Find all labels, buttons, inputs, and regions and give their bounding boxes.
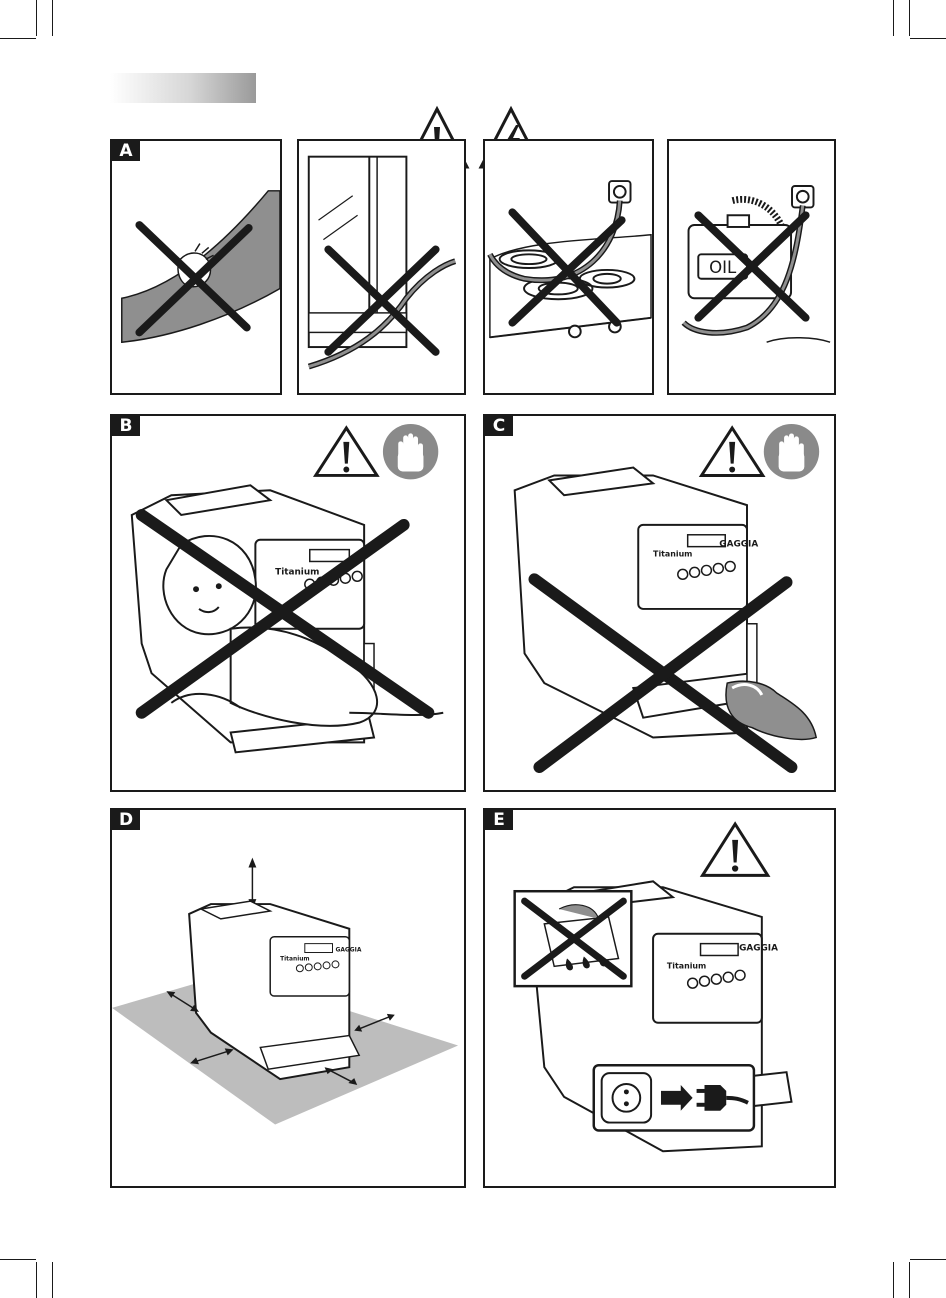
crop-mark bbox=[36, 0, 37, 36]
panel-c: C Titanium GAGGIA bbox=[483, 414, 836, 792]
machine-model-label: Titanium bbox=[667, 961, 706, 970]
unplug-inset bbox=[594, 1065, 754, 1130]
machine-brand-label: GAGGIA bbox=[335, 947, 361, 954]
child-safety-illustration: Titanium bbox=[112, 416, 464, 790]
cable-hot-plate-illustration bbox=[485, 141, 652, 393]
oil-label: OIL bbox=[709, 258, 737, 277]
panel-a2 bbox=[297, 139, 466, 395]
crop-mark bbox=[910, 38, 946, 39]
machine-model-label: Titanium bbox=[653, 550, 692, 559]
crop-mark bbox=[0, 38, 36, 39]
no-water-inset bbox=[515, 891, 632, 986]
crop-mark bbox=[0, 1259, 36, 1260]
crop-mark bbox=[893, 1262, 894, 1298]
crop-mark bbox=[52, 1262, 53, 1298]
machine-brand-label: GAGGIA bbox=[719, 540, 758, 550]
panel-b-label: B bbox=[112, 416, 140, 436]
warning-triangle-icon bbox=[702, 428, 763, 475]
panel-b: B Titanium bbox=[110, 414, 466, 792]
crop-mark bbox=[909, 1262, 910, 1298]
unplug-illustration: Titanium GAGGIA bbox=[485, 810, 834, 1186]
cable-in-door-illustration bbox=[299, 141, 464, 393]
section-header-bar bbox=[110, 73, 256, 103]
panel-c-label: C bbox=[485, 416, 513, 436]
panel-a1: A bbox=[110, 139, 282, 395]
crop-mark bbox=[52, 0, 53, 36]
crop-mark bbox=[36, 1262, 37, 1298]
machine-model-label: Titanium bbox=[280, 955, 310, 962]
panel-d: D Titanium GAGGIA bbox=[110, 808, 466, 1188]
socket-icon bbox=[792, 186, 813, 207]
stop-hand-icon bbox=[383, 424, 438, 479]
panel-a4: OIL bbox=[667, 139, 836, 395]
crop-mark bbox=[909, 0, 910, 36]
panel-e: E Titanium GAGGIA bbox=[483, 808, 836, 1188]
cleaning-machine-illustration: Titanium GAGGIA bbox=[485, 416, 834, 790]
oil-can-illustration: OIL bbox=[669, 141, 834, 393]
wet-hand-cable-illustration bbox=[112, 141, 280, 393]
stop-hand-icon bbox=[764, 424, 819, 479]
warning-triangle-icon bbox=[316, 428, 377, 475]
socket-icon bbox=[609, 181, 630, 202]
crop-mark bbox=[910, 1259, 946, 1260]
panel-a-label: A bbox=[112, 141, 140, 161]
panel-a3 bbox=[483, 139, 654, 395]
socket-icon bbox=[602, 1073, 651, 1122]
warning-triangle-icon bbox=[703, 824, 768, 875]
panel-d-label: D bbox=[112, 810, 140, 830]
crop-mark bbox=[893, 0, 894, 36]
machine-model-label: Titanium bbox=[275, 567, 319, 577]
placement-clearance-illustration: Titanium GAGGIA bbox=[112, 810, 464, 1186]
panel-e-label: E bbox=[485, 810, 513, 830]
machine-brand-label: GAGGIA bbox=[739, 944, 778, 954]
